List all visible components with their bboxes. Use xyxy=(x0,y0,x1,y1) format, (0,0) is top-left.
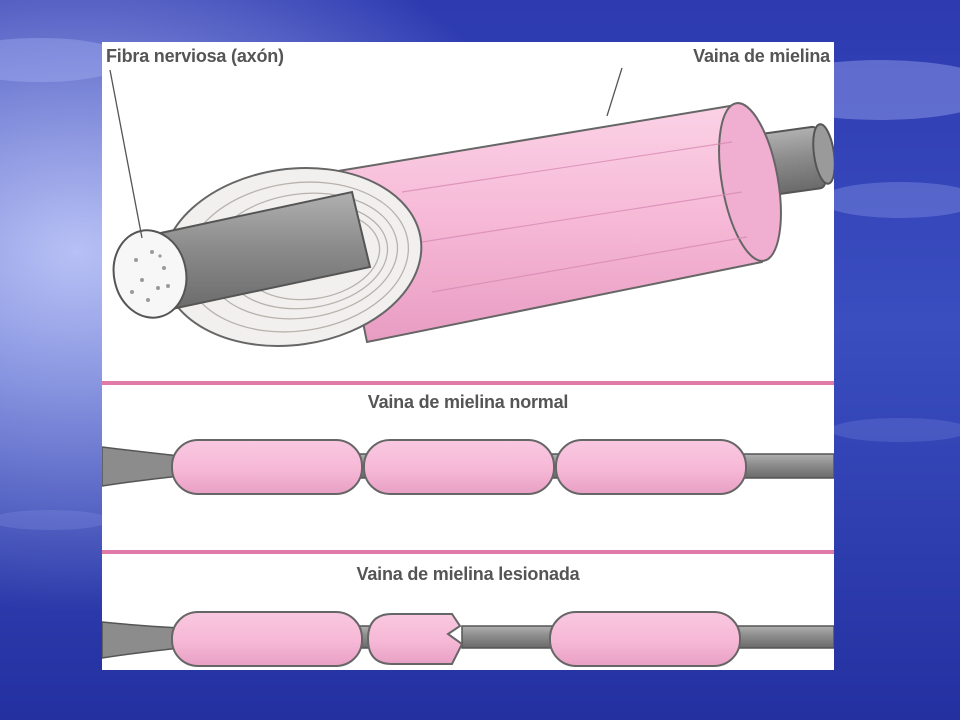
normal-sheath-drawing xyxy=(102,439,834,495)
damaged-sheath-drawing xyxy=(102,611,834,667)
myelin-illustration xyxy=(102,67,834,667)
damaged-sheath-label: Vaina de mielina lesionada xyxy=(356,564,580,584)
axon-cross-section-drawing xyxy=(109,67,834,348)
myelin-sheath-label: Vaina de mielina xyxy=(693,46,830,66)
divider-line xyxy=(102,381,834,385)
axon-label: Fibra nerviosa (axón) xyxy=(106,46,284,66)
normal-sheath-label: Vaina de mielina normal xyxy=(367,392,569,412)
divider-line xyxy=(102,550,834,554)
myelin-diagram: Fibra nerviosa (axón) Vaina de mielina V… xyxy=(102,42,834,670)
